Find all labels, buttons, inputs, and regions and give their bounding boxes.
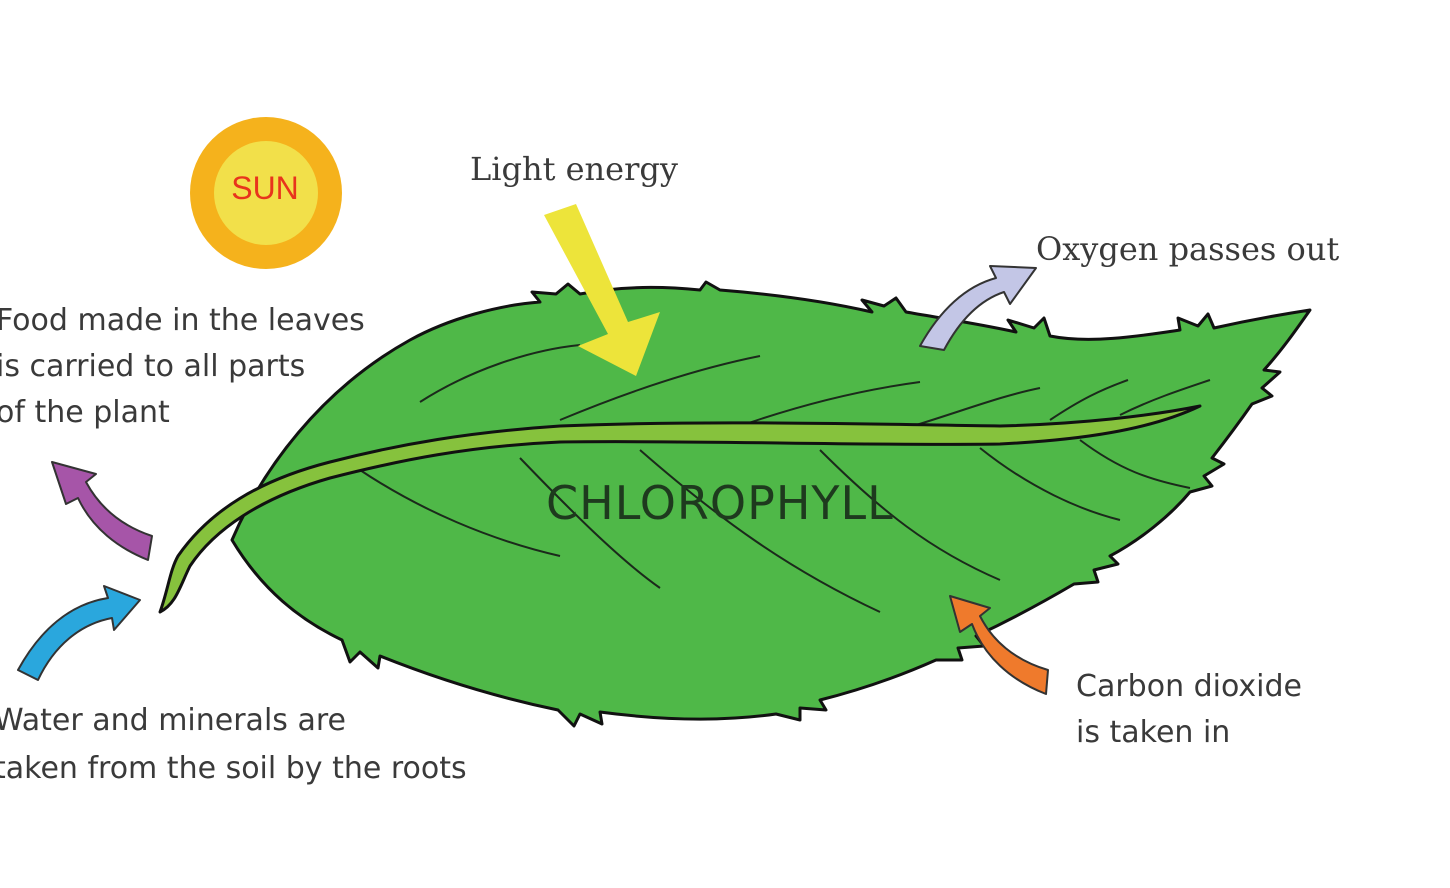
carbon-dioxide-label-line: Carbon dioxide	[1076, 669, 1303, 704]
co2-arrow-icon	[949, 595, 1049, 695]
water-label-line: Water and minerals are	[0, 703, 346, 738]
vein	[1049, 379, 1129, 421]
leaf-blade	[230, 280, 1312, 728]
vein	[639, 449, 881, 613]
vein	[819, 449, 1001, 581]
leaf-midrib	[158, 404, 1202, 614]
oxygen-arrow-icon	[919, 265, 1037, 351]
vein	[419, 344, 581, 403]
sun-label: SUN	[231, 170, 299, 206]
vein	[359, 469, 561, 557]
sun-icon	[190, 117, 342, 269]
food-label-line: is carried to all parts	[0, 349, 306, 384]
vein	[1079, 439, 1191, 489]
water-arrow-icon	[17, 585, 141, 681]
carbon-dioxide-label: Carbon dioxide is taken in	[1076, 664, 1302, 756]
food-label-line: Food made in the leaves	[0, 303, 365, 338]
vein	[559, 355, 761, 421]
vein	[519, 457, 661, 589]
vein	[979, 447, 1121, 521]
food-label-line: of the plant	[0, 395, 170, 430]
sun-inner-circle	[214, 141, 318, 245]
chlorophyll-label: CHLOROPHYLL	[546, 476, 894, 530]
leaf-veins	[359, 344, 1211, 613]
carbon-dioxide-label-line: is taken in	[1076, 715, 1231, 750]
food-label: Food made in the leaves is carried to al…	[0, 298, 365, 436]
light-energy-label: Light energy	[470, 150, 678, 188]
food-arrow-icon	[51, 461, 153, 561]
vein	[1119, 379, 1211, 416]
oxygen-label: Oxygen passes out	[1036, 230, 1340, 268]
water-label-line: taken from the soil by the roots	[0, 751, 467, 786]
light-arrow-icon	[544, 204, 660, 376]
vein	[739, 381, 921, 427]
water-label: Water and minerals are taken from the so…	[0, 697, 467, 793]
